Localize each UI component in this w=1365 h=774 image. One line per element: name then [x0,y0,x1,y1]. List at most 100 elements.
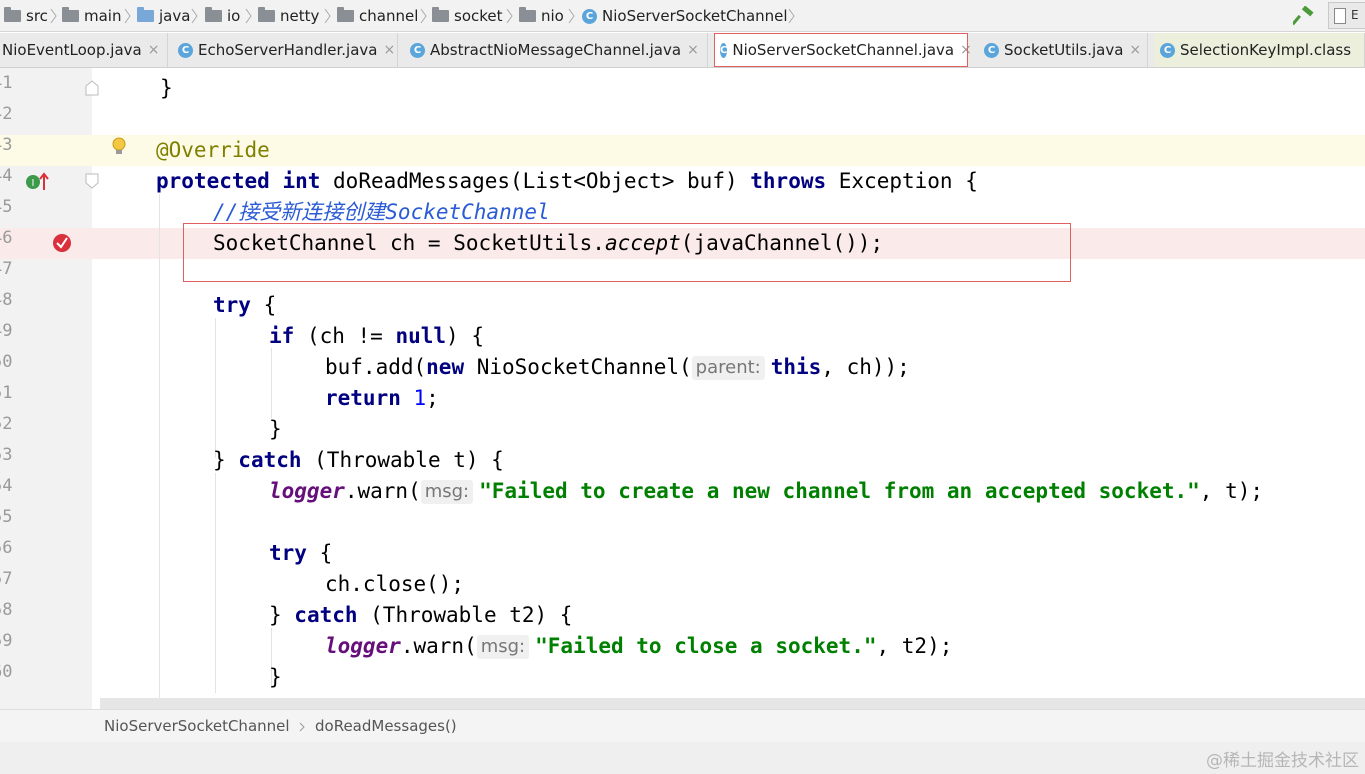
close-icon[interactable]: × [960,42,972,58]
breadcrumb-socket[interactable]: socket [432,0,503,32]
horizontal-scrollbar[interactable] [100,698,1365,709]
package-icon [337,7,354,22]
chevron-right-icon [324,8,331,24]
line-number: 47 [0,259,13,279]
class-icon: C [984,42,999,58]
svg-text:I: I [32,178,35,189]
code-line: protected int doReadMessages(List<Object… [156,169,978,193]
indent-guide [215,473,216,693]
chevron-right-icon [124,8,131,24]
fold-icon[interactable] [85,80,99,96]
chevron-right-icon [568,8,575,24]
navigation-bar: src main java io netty channel socket ni… [0,0,1365,32]
parameter-hint: msg: [476,635,530,659]
line-number: 42 [0,104,13,124]
close-icon[interactable]: × [1129,42,1142,58]
code-line: if (ch != null) { [269,324,484,348]
chevron-right-icon [299,722,305,732]
line-number: 41 [0,73,13,93]
line-number: 50 [0,352,13,372]
line-number: 46 [0,228,13,248]
breadcrumb-channel[interactable]: channel [337,0,418,32]
line-number: 44 [0,166,13,186]
code-line: SocketChannel ch = SocketUtils.accept(ja… [213,231,884,255]
chevron-right-icon [506,8,513,24]
breakpoint-icon[interactable] [52,233,72,253]
parameter-hint: msg: [420,480,474,504]
breadcrumb-src[interactable]: src [4,0,48,32]
parameter-hint: parent: [691,356,765,380]
breadcrumb-class-name[interactable]: NioServerSocketChannel [104,717,290,735]
override-icon[interactable]: I [25,172,49,192]
package-icon [519,7,536,22]
class-icon: C [178,42,193,58]
line-number: 54 [0,476,13,496]
line-number: 43 [0,135,13,155]
chevron-right-icon [191,8,198,24]
code-line: try { [213,293,277,317]
status-bar [0,742,1365,774]
close-icon[interactable]: × [383,42,396,58]
line-number: 59 [0,631,13,651]
code-line: try { [269,541,333,565]
code-line: } [160,76,173,100]
code-line: return 1; [325,386,439,410]
chevron-right-icon [788,8,795,24]
line-number: 48 [0,290,13,310]
indent-guide [215,318,216,458]
annotation-highlight-box [183,223,1071,282]
fold-icon[interactable] [85,173,99,189]
package-icon [258,7,275,22]
line-number: 56 [0,538,13,558]
folder-icon [62,7,79,22]
class-icon: C [1160,42,1175,58]
indent-guide [271,628,272,688]
side-panel-button[interactable]: E [1328,2,1365,29]
line-number: 51 [0,383,13,403]
line-number: 58 [0,600,13,620]
code-line: buf.add(new NioSocketChannel(parent:this… [325,355,910,380]
code-line: logger.warn(msg:"Failed to close a socke… [325,634,953,659]
bulb-icon[interactable] [110,136,128,158]
structure-breadcrumb: NioServerSocketChannel doReadMessages() [0,709,1365,742]
breadcrumb-method-name[interactable]: doReadMessages() [315,717,457,735]
breadcrumb-io[interactable]: io [205,0,240,32]
chevron-right-icon [420,8,427,24]
code-line: } catch (Throwable t) { [213,448,504,472]
class-icon: C [410,42,425,58]
indent-guide [159,194,160,709]
close-icon[interactable]: × [147,42,160,58]
line-number: 53 [0,445,13,465]
breakpoint-row-highlight [92,228,1365,259]
package-icon [432,7,449,22]
editor-gutter: 41 42 43 44 45 46 47 48 49 50 51 52 53 5… [0,68,99,709]
watermark: @稀土掘金技术社区 [1206,751,1359,771]
source-folder-icon [137,7,154,22]
build-hammer-icon[interactable] [1293,6,1315,26]
line-number: 52 [0,414,13,434]
breadcrumb-netty[interactable]: netty [258,0,319,32]
line-number: 57 [0,569,13,589]
caret-row-highlight [92,135,1365,166]
tab-nioeventloop[interactable]: NioEventLoop.java× [0,33,168,67]
chevron-right-icon [50,8,57,24]
chevron-right-icon [245,8,252,24]
class-icon: C [720,42,728,58]
close-icon[interactable]: × [687,42,699,58]
line-number: 49 [0,321,13,341]
code-line: } [269,665,282,689]
line-number: 45 [0,197,13,217]
indent-guide [271,348,272,418]
code-line: @Override [156,138,270,162]
breadcrumb-main[interactable]: main [62,0,121,32]
code-editor[interactable]: } @Override protected int doReadMessages… [92,68,1365,709]
breadcrumb-nio[interactable]: nio [519,0,564,32]
breadcrumb-java[interactable]: java [137,0,190,32]
code-line: logger.warn(msg:"Failed to create a new … [269,479,1263,504]
